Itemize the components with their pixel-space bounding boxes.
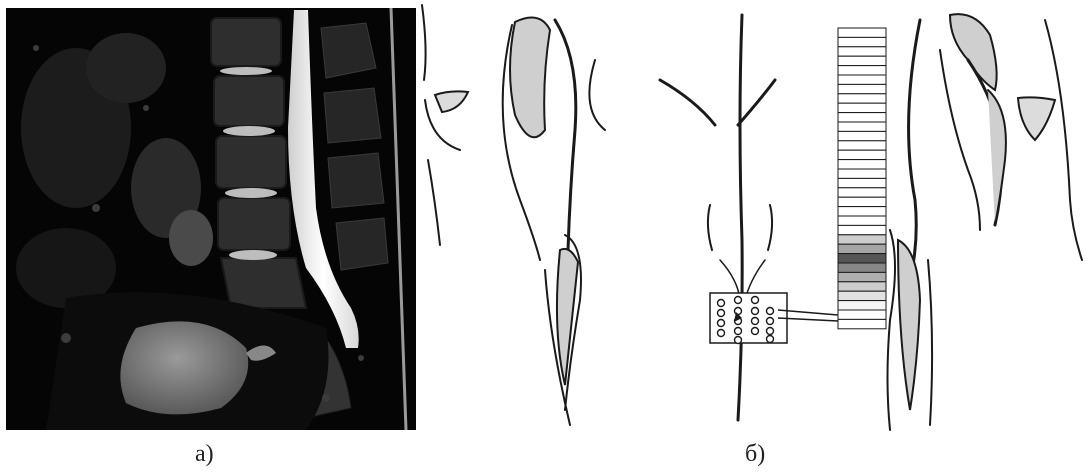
strip-cell: [838, 207, 886, 216]
electrode-array: [710, 293, 838, 344]
strip-cell: [838, 301, 886, 310]
strip-cell: [838, 225, 886, 234]
strip-cell: [838, 84, 886, 93]
strip-cell: [838, 282, 886, 291]
strip-cell: [838, 235, 886, 244]
strip-cell: [838, 141, 886, 150]
strip-cell: [838, 319, 886, 328]
strip-cell: [838, 188, 886, 197]
strip-cell: [838, 103, 886, 112]
strip-cell: [838, 216, 886, 225]
mri-image: [6, 8, 416, 430]
torso-sketch-icon: [420, 0, 1089, 440]
torso-sketch: [420, 0, 1089, 440]
strip-cell: [838, 131, 886, 140]
mri-sagittal-icon: [6, 8, 416, 430]
strip-cell: [838, 160, 886, 169]
strip-cell: [838, 178, 886, 187]
strip-cell: [838, 47, 886, 56]
strip-cell: [838, 244, 886, 253]
strip-cell: [838, 37, 886, 46]
strip-cell: [838, 122, 886, 131]
caption-a: а): [195, 441, 214, 468]
strip-cell: [838, 291, 886, 300]
strip-cell: [838, 310, 886, 319]
strip-cell: [838, 113, 886, 122]
strip-cell: [838, 150, 886, 159]
strip-cell: [838, 66, 886, 75]
signal-strip: [838, 28, 886, 329]
strip-cell: [838, 75, 886, 84]
strip-cell: [838, 169, 886, 178]
strip-cell: [838, 28, 886, 37]
strip-cell: [838, 94, 886, 103]
strip-cell: [838, 263, 886, 272]
caption-b: б): [745, 441, 765, 468]
strip-cell: [838, 56, 886, 65]
strip-cell: [838, 254, 886, 263]
strip-cell: [838, 272, 886, 281]
strip-cell: [838, 197, 886, 206]
